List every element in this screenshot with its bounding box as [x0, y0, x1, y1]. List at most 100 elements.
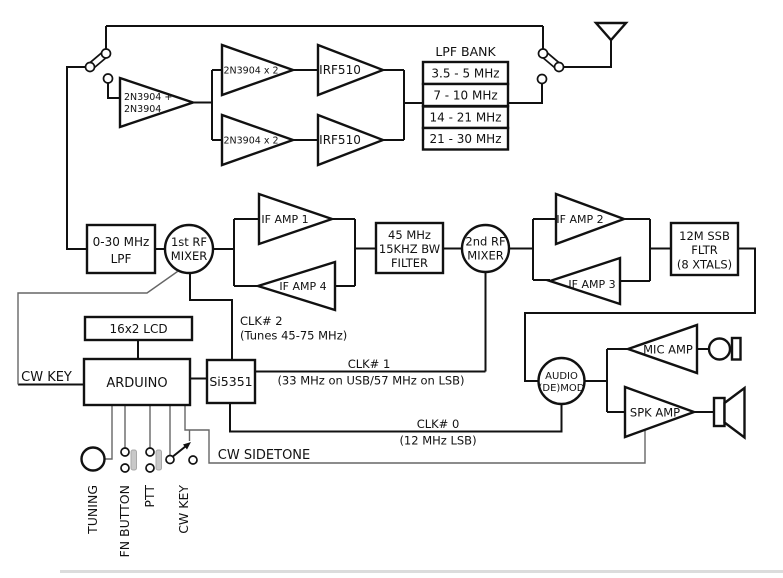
wire-switch-to-antenna [563, 40, 612, 68]
button-contact [145, 463, 155, 473]
second-rf-mixer: 2nd RF MIXER [460, 223, 511, 274]
wire-top-bus [105, 25, 544, 49]
if-amp2-label: IF AMP 2 [556, 213, 603, 226]
speaker-icon [712, 385, 746, 440]
si5351-box [205, 358, 257, 405]
cw-key-input-label: CW KEY [21, 370, 72, 385]
si5351: Si5351 [205, 358, 257, 405]
mic-grille [730, 336, 742, 361]
amp-triangle [257, 192, 336, 246]
lpf-bank-title: LPF BANK [435, 44, 496, 59]
button-actuator [130, 449, 137, 471]
ssb-filter-label: FLTR [691, 243, 717, 257]
driver-amp-label: 2N3904 [124, 104, 161, 115]
bottom-edge-artifact [60, 570, 783, 573]
lpf-range-4: 21 - 30 MHz [430, 132, 502, 146]
clk0-label: CLK# 0 (12 MHz LSB) [399, 417, 476, 448]
switch-contact [102, 73, 114, 84]
wire-driver-to-predrivers [193, 69, 222, 141]
if-filter-45mhz: 45 MHz 15KHZ BW FILTER [374, 221, 445, 275]
wire-clk0 [229, 403, 563, 433]
if-filter-box [374, 221, 445, 275]
key-contact [188, 455, 198, 465]
button-contact [120, 463, 130, 473]
clk1-label: CLK# 1 (33 MHz on USB/57 MHz on LSB) [277, 357, 464, 388]
button-actuator [155, 449, 162, 471]
mixer-circle [460, 223, 511, 274]
predriver-bottom-label: 2N3904 x 2 [223, 136, 278, 147]
control-wires [17, 270, 646, 464]
wire-ssbfilter-to-demod [524, 247, 756, 382]
lpf-bank-row [421, 126, 510, 151]
wire-ifloop1-right [332, 218, 376, 287]
pa-amp-top: IRF510 [316, 43, 387, 97]
ptt-label: PTT [142, 485, 157, 508]
driver-amp: 2N3904 + 2N3904 [118, 76, 197, 129]
lpf-range-2: 7 - 10 MHz [433, 89, 497, 103]
tuning-label: TUNING [85, 485, 100, 535]
switch-contact [536, 73, 548, 85]
pa-top-label: IRF510 [319, 63, 361, 77]
demod-circle [537, 356, 586, 406]
mixer1-label: MIXER [171, 249, 207, 263]
wire-pa-to-lpfbank [383, 69, 423, 141]
clk0-name: CLK# 0 [417, 417, 460, 431]
arduino-label: ARDUINO [106, 376, 167, 391]
switch-pivot [553, 61, 565, 73]
if-amp-4: IF AMP 4 [253, 260, 337, 312]
tuning-knob [80, 446, 106, 472]
pa-bottom-label: IRF510 [319, 133, 361, 147]
wire-tuning [104, 405, 113, 460]
button-contact [120, 447, 130, 457]
rx-lpf-label: 0-30 MHz [93, 235, 150, 249]
clk2-detail: (Tunes 45-75 MHz) [240, 329, 347, 343]
demod-label: AUDIO [545, 371, 578, 382]
clk1-detail: (33 MHz on USB/57 MHz on LSB) [277, 374, 464, 388]
mic-amp-label: MIC AMP [643, 343, 693, 357]
antenna [593, 21, 629, 42]
clk2-label: CLK# 2 (Tunes 45-75 MHz) [240, 314, 347, 343]
fn-button [120, 447, 137, 473]
if-amp-3: IF AMP 3 [546, 256, 622, 306]
if-amp3-label: IF AMP 3 [568, 278, 615, 291]
predriver-amp-top: 2N3904 x 2 [220, 43, 297, 97]
spk-amp-label: SPK AMP [630, 406, 680, 420]
lpf-range-3: 14 - 21 MHz [430, 111, 502, 125]
lcd-label: 16x2 LCD [109, 322, 167, 336]
switch-contact [100, 48, 112, 59]
cw-sidetone-text: CW SIDETONE [218, 448, 311, 463]
amp-triangle [624, 323, 699, 375]
wire-cw-sidetone [184, 405, 646, 464]
driver-amp-label: 2N3904 + [124, 92, 172, 103]
key-contact [165, 454, 175, 465]
button-contact [145, 447, 155, 457]
rx-lpf: 0-30 MHz LPF [85, 223, 157, 275]
signal-wires [18, 25, 756, 433]
ssb-filter-label: 12M SSB [679, 229, 730, 243]
wire-switch-to-driver [107, 82, 120, 99]
cw-key-input-text: CW KEY [21, 370, 72, 385]
amp-triangle [118, 76, 197, 129]
mic-amp: MIC AMP [624, 323, 699, 375]
key-lever-arrow-icon [183, 442, 191, 450]
pa-amp-bottom: IRF510 [316, 113, 387, 167]
if-amp-2: IF AMP 2 [554, 192, 628, 246]
amp-triangle [316, 113, 387, 167]
wire-clk2 [189, 272, 233, 360]
ssb-filter-label: (8 XTALS) [677, 258, 732, 272]
amp-triangle [220, 43, 297, 97]
si5351-label: Si5351 [209, 374, 252, 389]
wire-cwkey-to-mixer1 [17, 270, 178, 385]
tr-switch-right [536, 48, 565, 85]
predriver-top-label: 2N3904 x 2 [223, 66, 278, 77]
amp-triangle [546, 256, 622, 306]
if-filter-label: FILTER [391, 256, 428, 270]
wire-clk1 [255, 272, 487, 373]
mic-icon [707, 336, 742, 361]
clk1-name: CLK# 1 [348, 357, 391, 371]
spk-amp: SPK AMP [623, 385, 698, 439]
demod-label: (DE)MOD [538, 383, 584, 394]
arduino: ARDUINO [82, 357, 192, 407]
ssb-filter-box [669, 221, 740, 277]
